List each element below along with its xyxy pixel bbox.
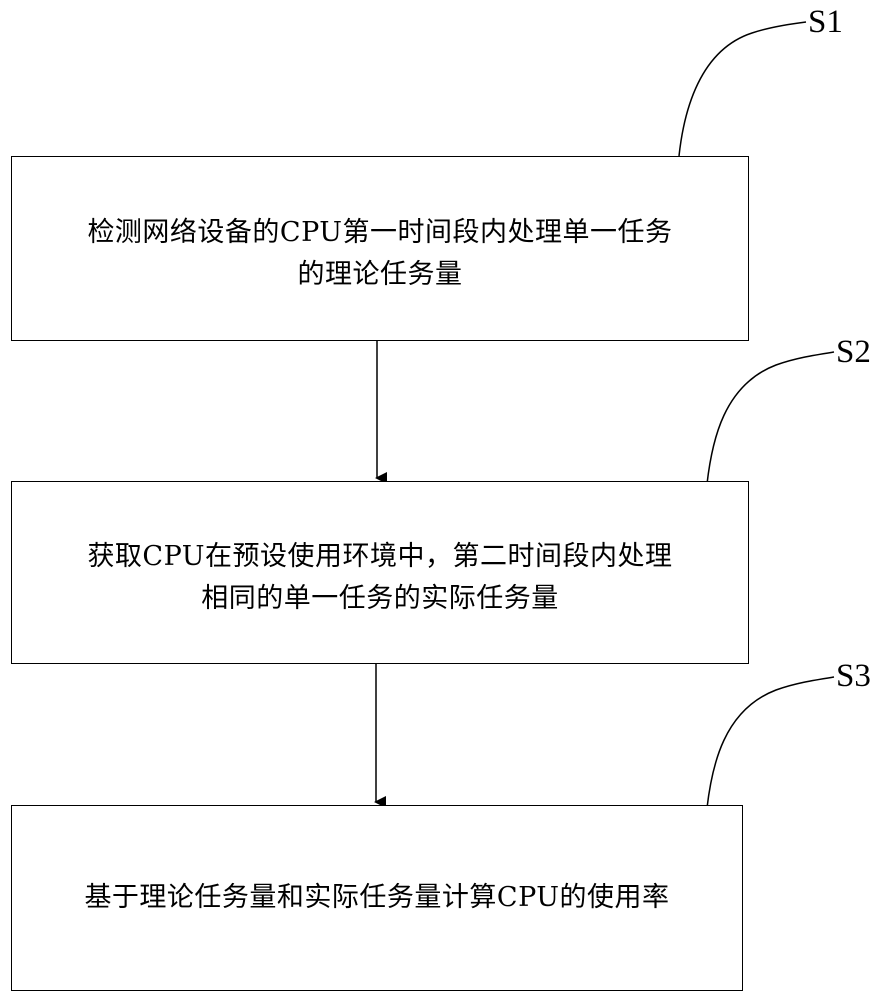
leader-curve-s2: [706, 351, 835, 485]
step-label-s2: S2: [836, 334, 871, 370]
step-box-s3: 基于理论任务量和实际任务量计算CPU的使用率: [11, 805, 743, 991]
step-text-s1: 检测网络设备的CPU第一时间段内处理单一任务 的理论任务量: [87, 216, 673, 290]
leader-curve-s1: [678, 21, 807, 157]
step-text-s2: 获取CPU在预设使用环境中，第二时间段内处理 相同的单一任务的实际任务量: [87, 540, 673, 614]
step-label-s1: S1: [808, 4, 843, 40]
step-box-s2: 获取CPU在预设使用环境中，第二时间段内处理 相同的单一任务的实际任务量: [11, 481, 749, 664]
step-text-s3: 基于理论任务量和实际任务量计算CPU的使用率: [84, 882, 670, 913]
step-label-s3: S3: [836, 658, 871, 694]
step-box-s1: 检测网络设备的CPU第一时间段内处理单一任务 的理论任务量: [11, 156, 749, 341]
leader-curve-s3: [706, 676, 835, 809]
